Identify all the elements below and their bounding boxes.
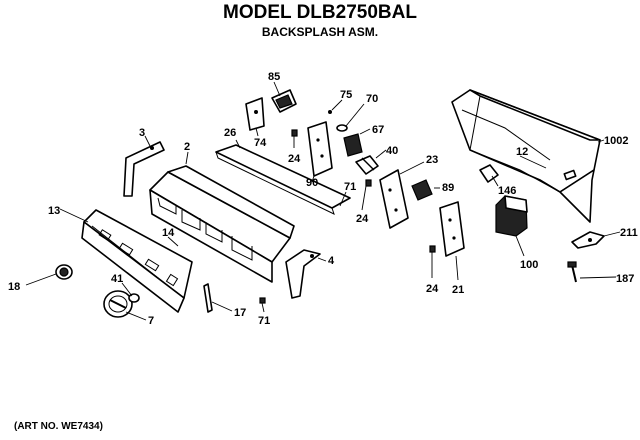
part-40-terminal [355, 149, 387, 175]
part-67-switch [343, 128, 371, 157]
callout-74: 74 [254, 137, 267, 149]
part-21-board [439, 201, 465, 281]
part-85-switch [271, 81, 297, 113]
callout-71-lower: 71 [258, 315, 270, 327]
part-1002-backsplash-housing [451, 89, 605, 223]
callout-146: 146 [498, 185, 516, 197]
part-211-bracket [571, 231, 621, 249]
part-24-screw-lower [429, 245, 436, 278]
part-24-screw-upper [291, 129, 298, 148]
part-146-fastener [479, 164, 499, 187]
callout-12: 12 [516, 146, 528, 158]
callout-18: 18 [8, 281, 20, 293]
callout-211: 211 [620, 227, 638, 239]
diagram-subtitle: BACKSPLASH ASM. [261, 25, 379, 39]
part-71-screw-lower [259, 297, 266, 313]
part-71-upper-lead [339, 191, 347, 207]
callout-85: 85 [268, 71, 280, 83]
callout-70: 70 [366, 93, 378, 105]
part-26-top-cover [215, 139, 351, 215]
callout-187: 187 [616, 273, 634, 285]
callout-100: 100 [520, 259, 538, 271]
part-2-control-panel-body [149, 151, 295, 283]
part-4-right-bracket [285, 249, 327, 299]
callout-40: 40 [386, 145, 398, 157]
part-3-left-bracket [123, 135, 165, 197]
part-100-timer [495, 195, 528, 257]
callout-2: 2 [184, 141, 190, 153]
callout-14: 14 [162, 227, 175, 239]
callout-21: 21 [452, 284, 464, 296]
part-23-board [379, 161, 425, 229]
callout-24-lower: 24 [426, 283, 439, 295]
callout-4: 4 [328, 255, 335, 267]
callout-3: 3 [139, 127, 145, 139]
callout-71-upper: 71 [344, 181, 356, 193]
part-14-lead [167, 236, 179, 247]
callout-24-middle: 24 [356, 213, 369, 225]
part-18-knob [25, 264, 73, 286]
callout-23: 23 [426, 154, 438, 166]
callout-41: 41 [111, 273, 123, 285]
part-24-screw-middle [361, 179, 372, 211]
art-number: (ART NO. WE7434) [14, 421, 103, 432]
callout-13: 13 [48, 205, 60, 217]
diagram-title: MODEL DLB2750BAL [223, 2, 417, 23]
part-7-dial [103, 290, 147, 321]
callout-26: 26 [224, 127, 236, 139]
callout-89: 89 [442, 182, 454, 194]
part-70-clip [336, 103, 365, 132]
part-13-front-panel [59, 208, 193, 313]
part-75-clip [328, 99, 343, 114]
part-12-lead [519, 155, 547, 169]
callout-75: 75 [340, 89, 352, 101]
callout-1002: 1002 [604, 135, 628, 147]
part-90-circuit-board [307, 121, 333, 183]
callout-17: 17 [234, 307, 246, 319]
callout-24-upper: 24 [288, 153, 301, 165]
part-41-knob-insert [121, 282, 140, 303]
callout-7: 7 [148, 315, 154, 327]
part-17-rod [203, 283, 233, 313]
part-187-screw [567, 261, 617, 283]
part-74-bracket [245, 97, 265, 137]
callout-90: 90 [306, 177, 318, 189]
callout-67: 67 [372, 124, 384, 136]
part-89-relay [411, 179, 440, 201]
